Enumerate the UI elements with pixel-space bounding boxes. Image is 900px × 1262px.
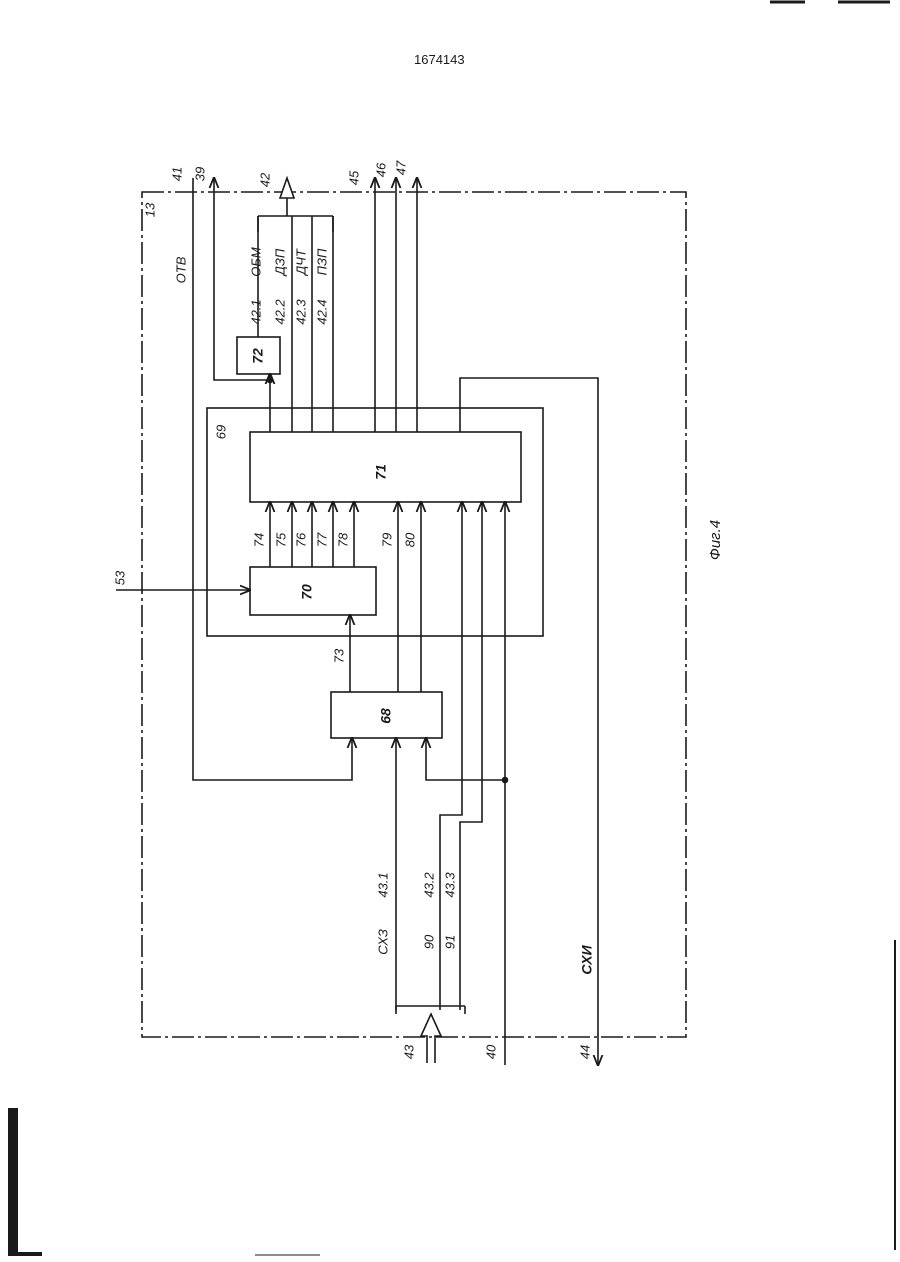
signal-78-label: 78 xyxy=(335,532,350,547)
block-70-label: 70 xyxy=(299,584,315,600)
scan-artifacts xyxy=(8,2,895,1256)
output-44-label: 44 xyxy=(577,1045,592,1059)
block-71-label: 71 xyxy=(373,464,389,480)
input-43-label: 43 xyxy=(401,1044,416,1059)
unit-13-boundary xyxy=(142,192,686,1037)
block-68-label: 68 xyxy=(378,708,394,724)
output-45-label: 45 xyxy=(346,170,361,185)
bus-42-2-name: ДЗП xyxy=(272,248,287,277)
cxi-label: СХИ xyxy=(579,944,595,974)
input-53-label: 53 xyxy=(112,570,127,585)
signal-75-label: 75 xyxy=(273,532,288,547)
output-42-label: 42 xyxy=(257,172,272,187)
output-39-label: 39 xyxy=(192,167,207,181)
bus-42-4-name: ПЗП xyxy=(314,248,329,275)
bus-43-2-label: 43.2 xyxy=(421,872,436,898)
output-41-label: 41 xyxy=(169,167,184,181)
bus-42-3-name: ДЧТ xyxy=(293,248,308,277)
output-46-label: 46 xyxy=(373,162,388,177)
signal-74-label: 74 xyxy=(251,533,266,547)
output-47-label: 47 xyxy=(393,160,408,175)
figure-caption: Фиг.4 xyxy=(707,520,724,560)
input-40-label: 40 xyxy=(483,1044,498,1059)
cxz-label: СХЗ xyxy=(375,929,390,955)
signal-80-label: 80 xyxy=(402,532,417,547)
signal-91-label: 91 xyxy=(442,935,457,949)
signal-79-label: 79 xyxy=(379,533,394,547)
bus-42-1-label: 42.1 xyxy=(248,299,263,324)
bus-42-1-name: ОБМ xyxy=(248,247,263,277)
subunit-69-label: 69 xyxy=(213,425,228,439)
otv-label: ОТВ xyxy=(173,256,188,283)
signal-76-label: 76 xyxy=(293,532,308,547)
bus-43-3-label: 43.3 xyxy=(442,872,457,898)
bus-43-1-label: 43.1 xyxy=(375,872,390,897)
signal-90-label: 90 xyxy=(421,934,436,949)
bus-42-3-label: 42.3 xyxy=(293,299,308,325)
bus-42-2-label: 42.2 xyxy=(272,299,287,325)
signal-77-label: 77 xyxy=(314,532,329,547)
subunit-69-boundary xyxy=(207,408,543,636)
unit-13-label: 13 xyxy=(142,202,157,217)
bus-42-4-label: 42.4 xyxy=(314,299,329,324)
signal-73-label: 73 xyxy=(331,648,346,663)
block-72-label: 72 xyxy=(250,348,266,364)
